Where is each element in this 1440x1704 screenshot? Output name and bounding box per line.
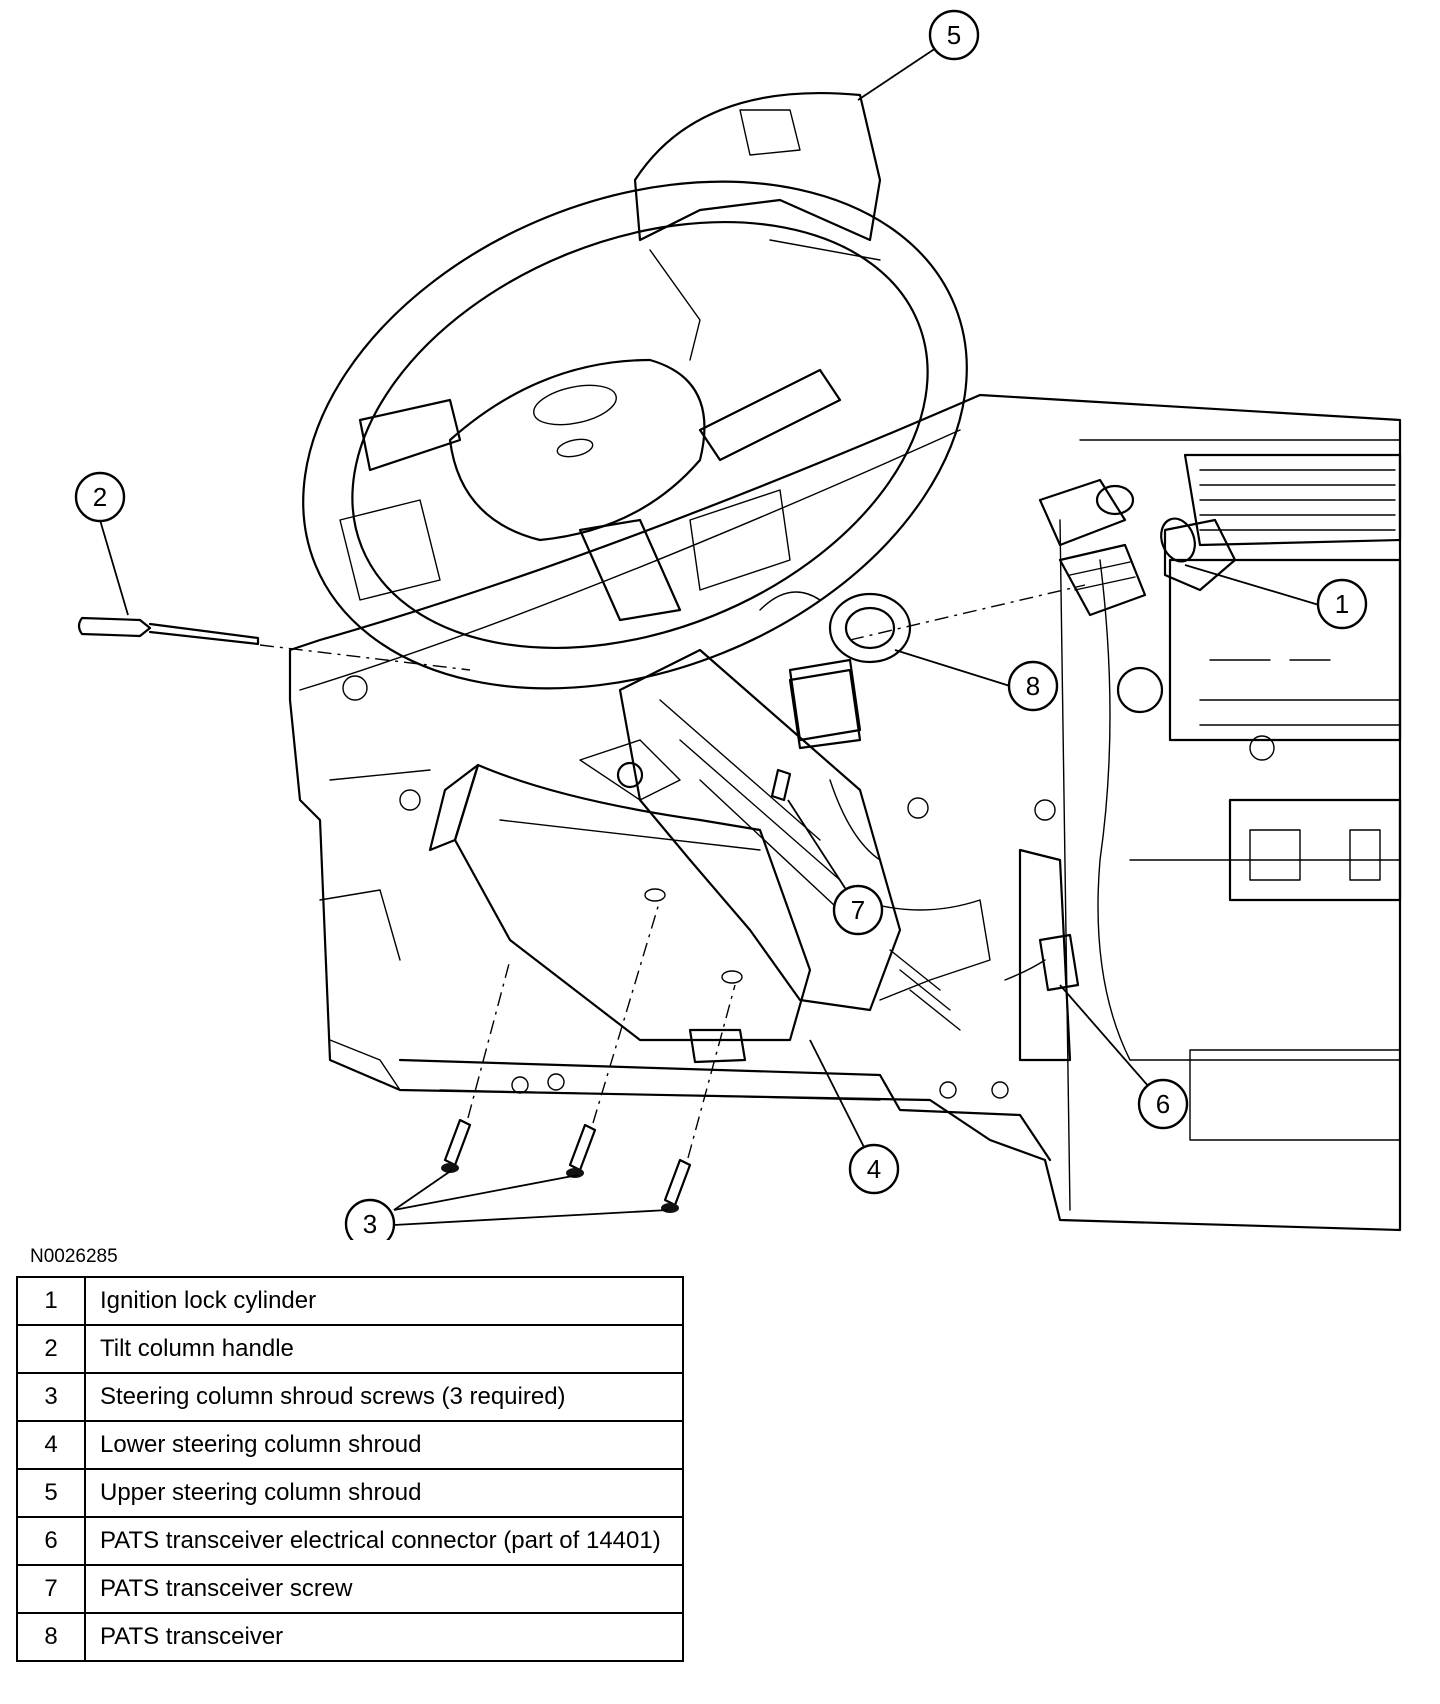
callout-1-number: 1 [1335,589,1349,619]
ignition-lock-cylinder [849,478,1237,641]
legend-number: 5 [16,1468,86,1518]
pats-connector [1004,933,1080,992]
exploded-view-drawing: 5 2 1 8 7 6 4 3 [74,9,1402,1240]
callout-8: 8 [1007,660,1059,712]
callout-5-number: 5 [947,20,961,50]
table-row: 3 Steering column shroud screws (3 requi… [16,1372,684,1422]
legend-description: Steering column shroud screws (3 require… [84,1372,684,1422]
callout-6-number: 6 [1156,1089,1170,1119]
table-row: 5 Upper steering column shroud [16,1468,684,1518]
table-row: 7 PATS transceiver screw [16,1564,684,1614]
callout-2-number: 2 [93,482,107,512]
tilt-column-handle [77,616,471,671]
callout-2: 2 [74,471,126,523]
callout-3-number: 3 [363,1209,377,1239]
table-row: 4 Lower steering column shroud [16,1420,684,1470]
legend-number: 6 [16,1516,86,1566]
callout-3: 3 [344,1198,396,1240]
legend-description: Tilt column handle [84,1324,684,1374]
table-row: 6 PATS transceiver electrical connector … [16,1516,684,1566]
upper-shroud [633,91,882,361]
steering-column-assembly [579,648,991,1031]
legend-description: PATS transceiver [84,1612,684,1662]
callout-6: 6 [1137,1078,1189,1130]
legend-number: 1 [16,1276,86,1326]
lower-shroud [428,763,812,1064]
callout-7-number: 7 [851,895,865,925]
steering-wheel [302,180,968,690]
table-row: 1 Ignition lock cylinder [16,1276,684,1326]
legend-description: PATS transceiver electrical connector (p… [84,1516,684,1566]
legend-number: 4 [16,1420,86,1470]
parts-legend-table: 1 Ignition lock cylinder 2 Tilt column h… [16,1276,684,1662]
callout-5: 5 [928,9,980,61]
legend-number: 8 [16,1612,86,1662]
legend-description: Upper steering column shroud [84,1468,684,1518]
pats-transceiver [759,591,912,750]
table-row: 2 Tilt column handle [16,1324,684,1374]
legend-number: 3 [16,1372,86,1422]
legend-description: PATS transceiver screw [84,1564,684,1614]
legend-number: 2 [16,1324,86,1374]
figure-id: N0026285 [30,1246,118,1267]
leader-lines [99,35,1320,1226]
shroud-screws [441,899,736,1213]
callout-4: 4 [848,1143,900,1195]
callout-8-number: 8 [1026,671,1040,701]
table-row: 8 PATS transceiver [16,1612,684,1662]
instrument-panel [288,393,1402,1232]
callout-4-number: 4 [867,1154,881,1184]
callout-1: 1 [1316,578,1368,630]
legend-description: Ignition lock cylinder [84,1276,684,1326]
legend-description: Lower steering column shroud [84,1420,684,1470]
callout-7: 7 [832,884,884,936]
pats-screw [770,768,792,802]
legend-number: 7 [16,1564,86,1614]
